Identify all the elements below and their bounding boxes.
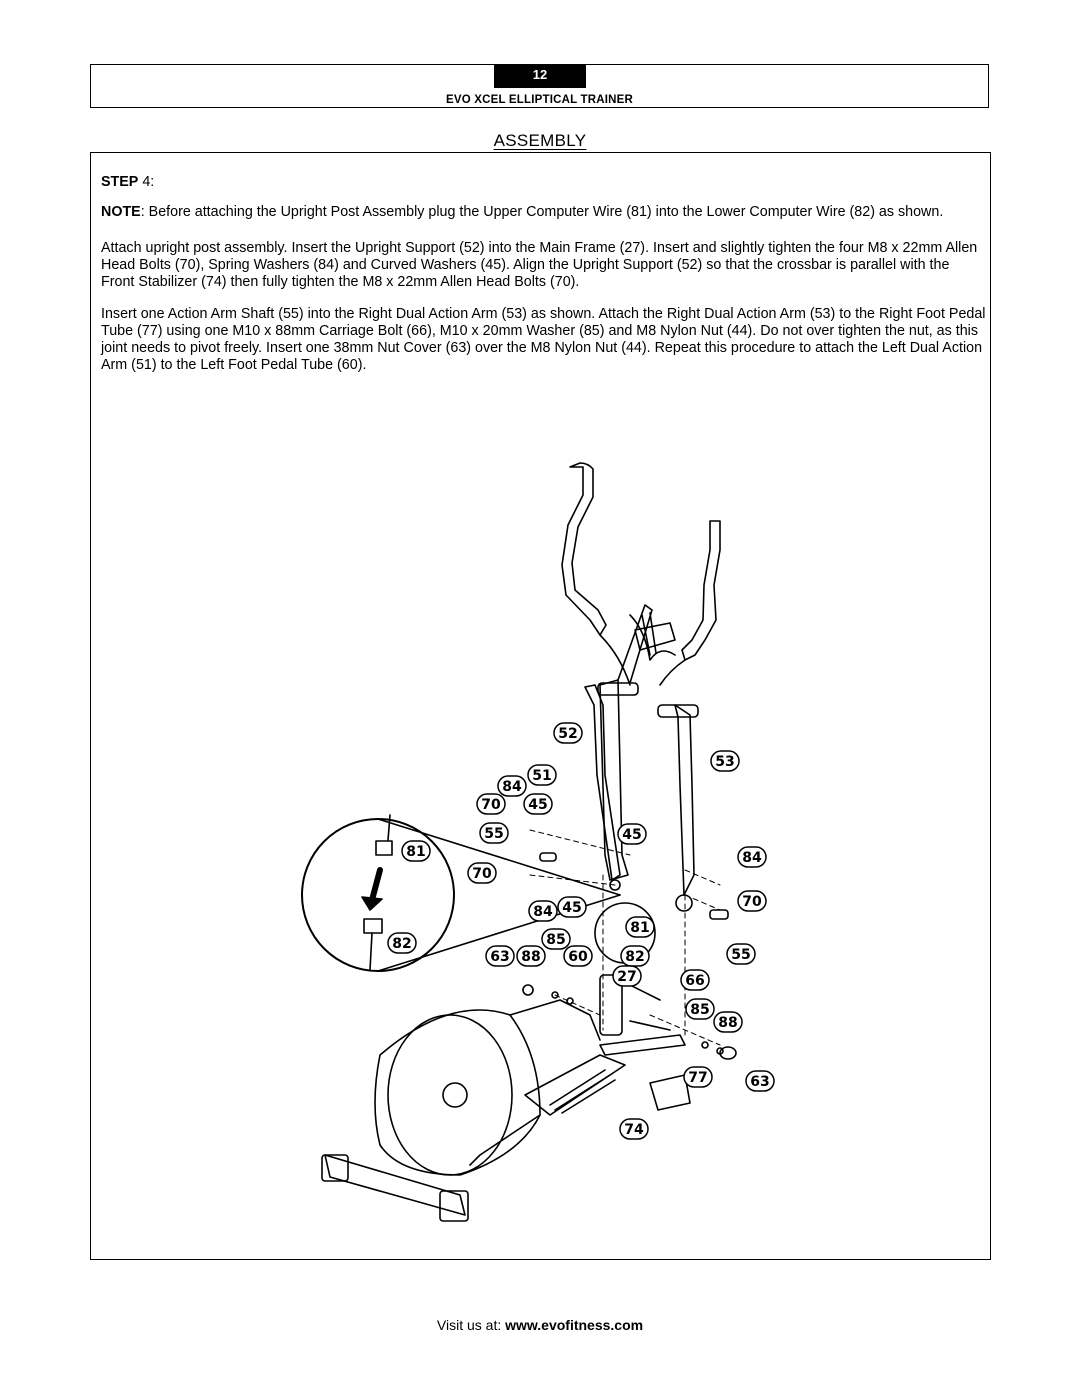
- note-text: : Before attaching the Upright Post Asse…: [140, 204, 944, 220]
- step-number: 4: [142, 174, 151, 190]
- front-stabilizer: [649, 1074, 691, 1111]
- right-action-arm: [674, 704, 695, 896]
- upright-post: [599, 679, 629, 881]
- paragraph-upright: Attach upright post assembly. Insert the…: [101, 240, 978, 290]
- callout-label: 53: [715, 754, 734, 770]
- page-number: 12: [494, 64, 586, 88]
- callout-label: 77: [688, 1070, 707, 1086]
- main-frame-post: [599, 974, 623, 1036]
- step-suffix: :: [150, 174, 155, 190]
- instructions: STEP 4: NOTE: Before attaching the Uprig…: [101, 174, 986, 385]
- callout-label: 85: [690, 1002, 709, 1018]
- callout-label: 84: [502, 779, 522, 795]
- callout-label: 63: [750, 1074, 769, 1090]
- callout-label: 88: [718, 1015, 737, 1031]
- section-title: ASSEMBLY: [0, 131, 1080, 151]
- callout-label: 88: [521, 949, 540, 965]
- rear-stabilizer: [324, 1154, 466, 1216]
- note-label: NOTE: [101, 204, 141, 220]
- callout-label: 27: [617, 969, 636, 985]
- left-handlebar: [561, 462, 607, 636]
- console-bracket: [634, 622, 676, 651]
- rail: [599, 1034, 686, 1056]
- callout-label: 74: [624, 1122, 644, 1138]
- footer-url: www.evofitness.com: [505, 1317, 644, 1333]
- footer-prefix: Visit us at:: [436, 1317, 506, 1333]
- document-title: EVO XCEL ELLIPTICAL TRAINER: [445, 94, 634, 106]
- callout-label: 45: [528, 797, 547, 813]
- flywheel-cover: [387, 1014, 513, 1176]
- callout-label: 84: [742, 850, 762, 866]
- step-label: STEP: [101, 174, 139, 190]
- callout-label: 51: [532, 768, 551, 784]
- callout-label: 81: [406, 844, 425, 860]
- crossbar: [597, 682, 639, 696]
- callout-label: 60: [568, 949, 588, 965]
- section-title-text: ASSEMBLY: [493, 131, 587, 150]
- callout-label: 63: [490, 949, 509, 965]
- callout-label: 52: [558, 726, 577, 742]
- callout-label: 81: [630, 920, 649, 936]
- callout-label: 55: [731, 947, 750, 963]
- callout-label: 70: [472, 866, 492, 882]
- right-handlebar: [681, 520, 721, 661]
- callout-label: 45: [622, 827, 641, 843]
- content-box: STEP 4: NOTE: Before attaching the Uprig…: [90, 152, 991, 1260]
- note-paragraph: NOTE: Before attaching the Upright Post …: [101, 204, 986, 221]
- step-heading: STEP 4:: [101, 174, 986, 191]
- left-action-arm: [584, 684, 621, 881]
- callout-label: 82: [392, 936, 411, 952]
- callout-label: 84: [533, 904, 553, 920]
- callout-labels: 52 53 51 84 70 45 55 45 84 81 70 84 45 7…: [387, 722, 775, 1140]
- callout-label: 70: [742, 894, 762, 910]
- callout-label: 70: [481, 797, 501, 813]
- callout-label: 66: [685, 973, 704, 989]
- foot-pedal: [524, 1054, 626, 1116]
- callout-label: 55: [484, 826, 503, 842]
- callout-label: 82: [625, 949, 644, 965]
- flywheel-housing: [374, 1009, 541, 1176]
- assembly-diagram: 52 53 51 84 70 45 55 45 84 81 70 84 45 7…: [301, 462, 775, 1222]
- paragraph-action-arm: Insert one Action Arm Shaft (55) into th…: [101, 306, 986, 373]
- callout-label: 45: [562, 900, 581, 916]
- header-box: 12 EVO XCEL ELLIPTICAL TRAINER: [90, 64, 989, 108]
- footer: Visit us at: www.evofitness.com: [0, 1317, 1080, 1333]
- callout-label: 85: [546, 932, 565, 948]
